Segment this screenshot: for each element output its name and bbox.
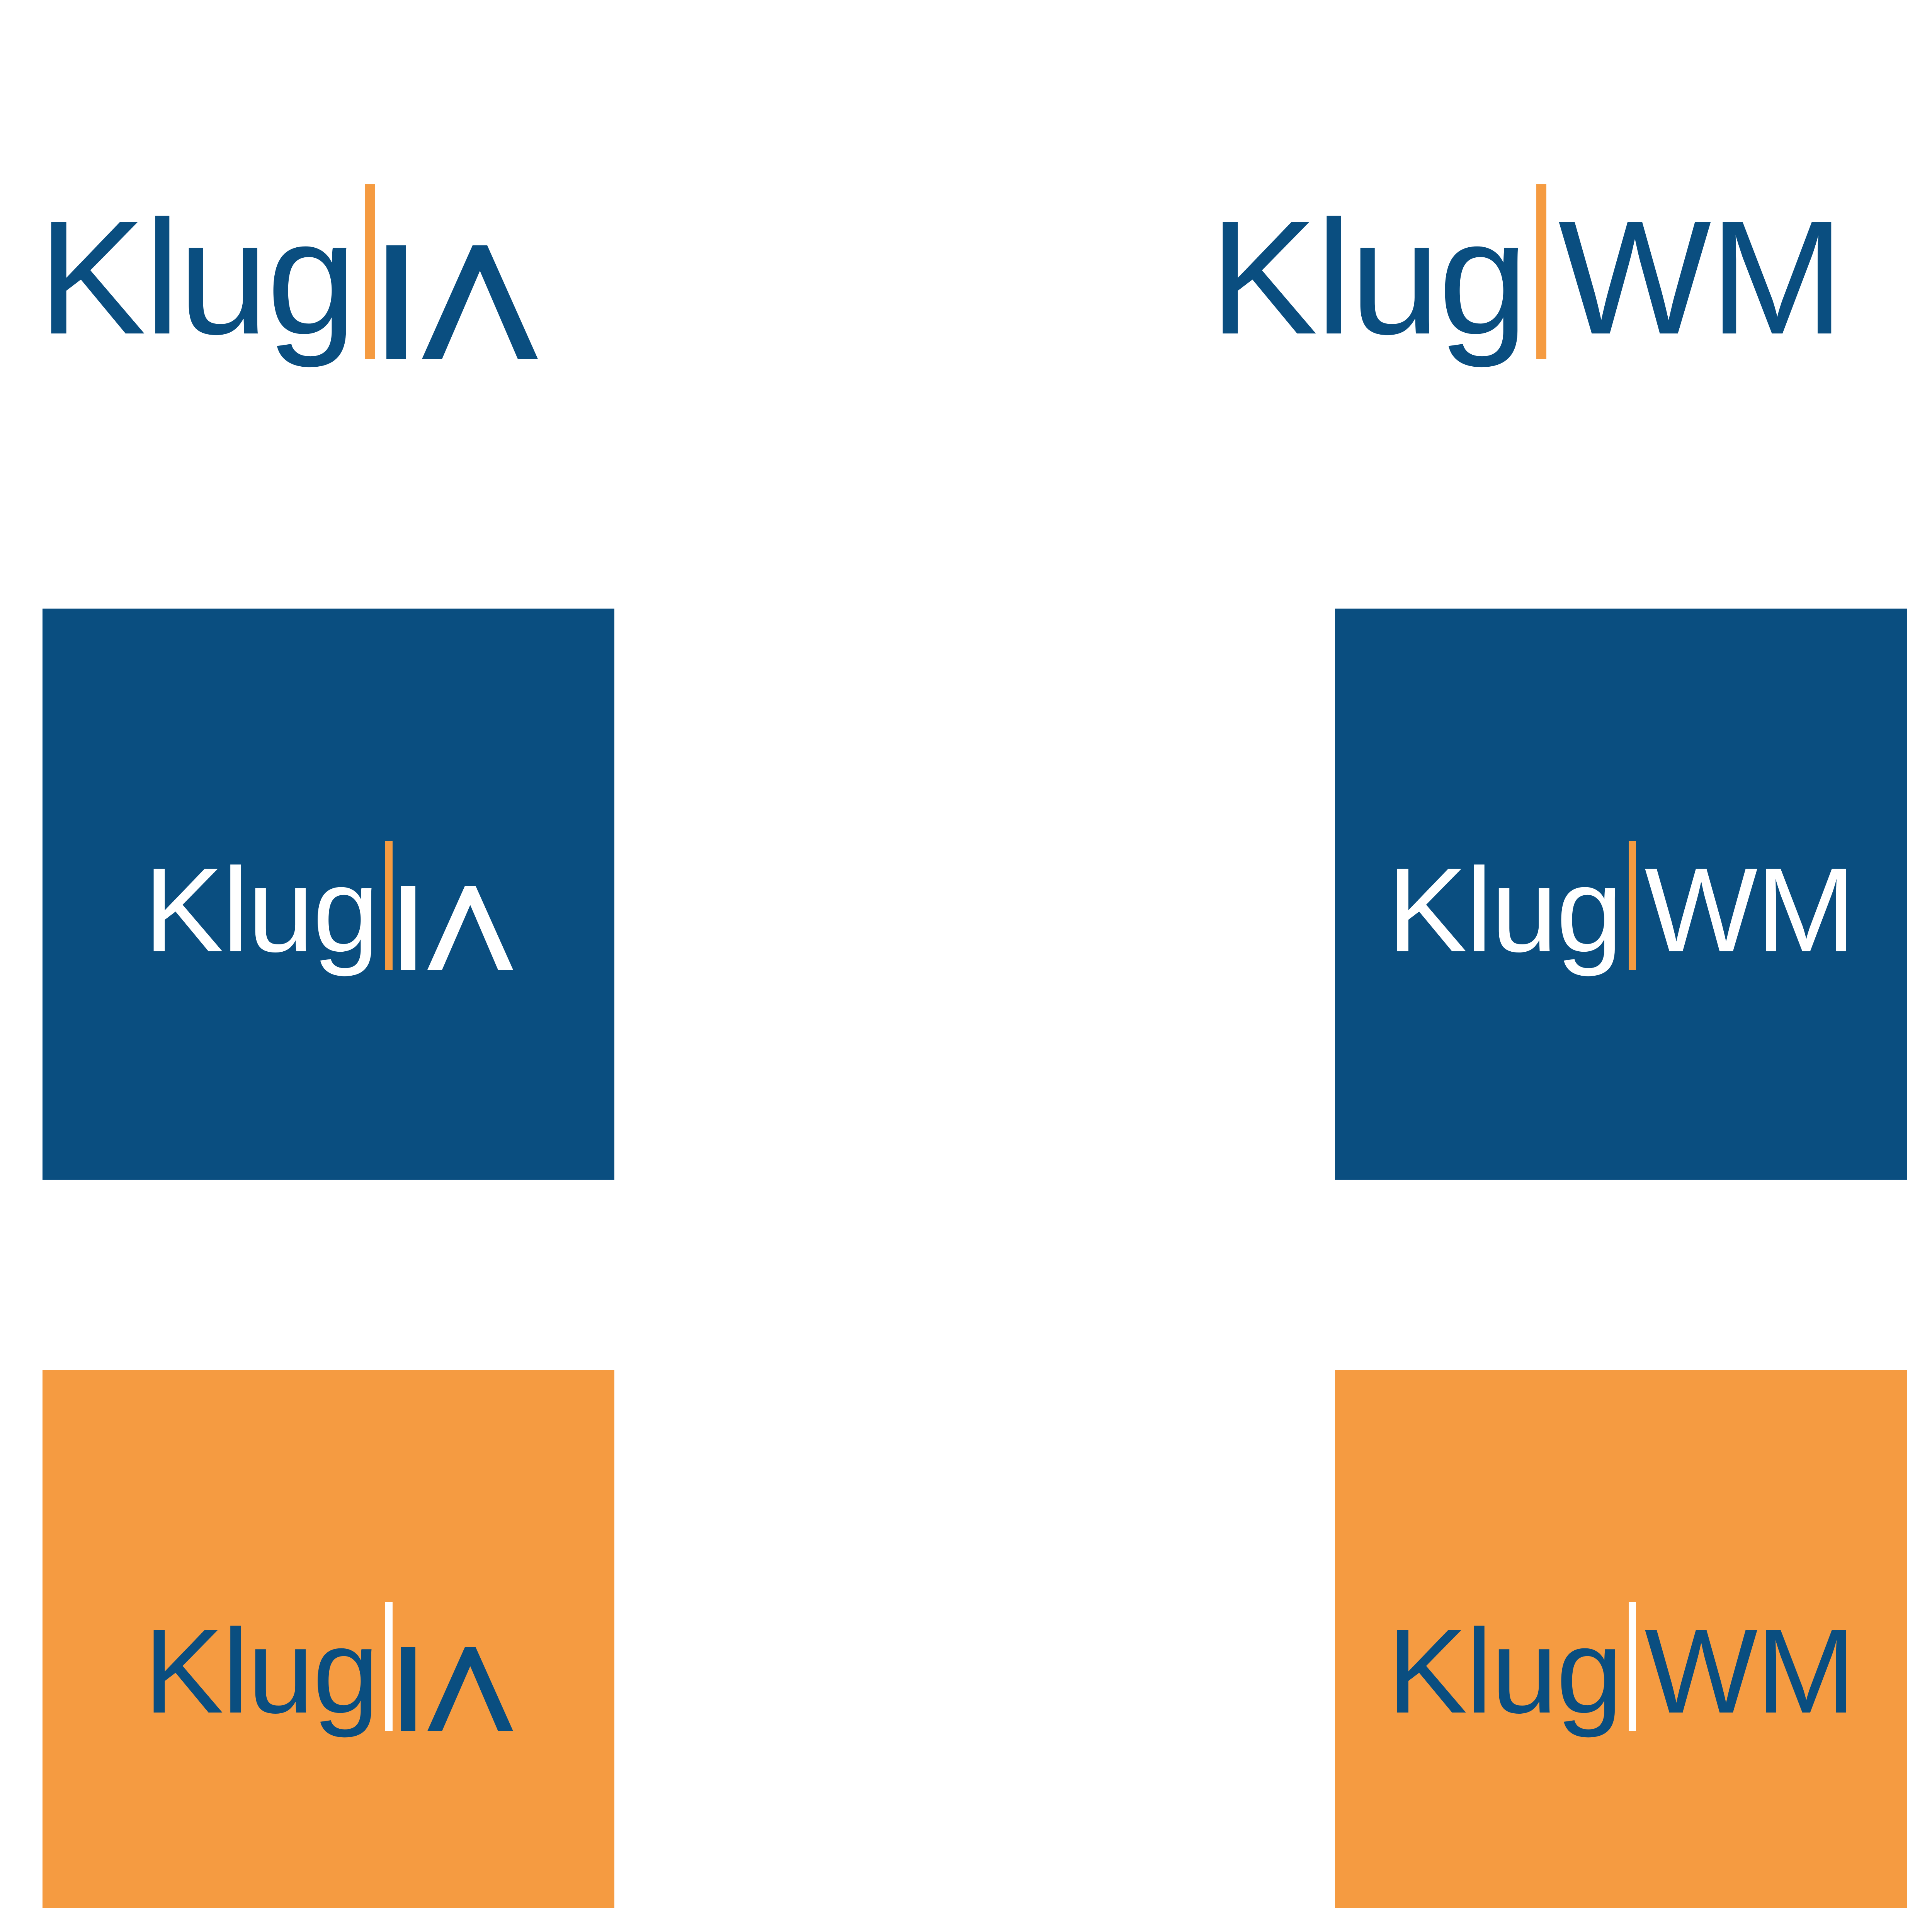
tile-blue-wm: [1335, 609, 1907, 1180]
logo-klug-wm-on-orange: Klug WM: [1335, 1602, 1907, 1731]
suffix-mark-ia: [386, 245, 538, 359]
letter-lambda-icon: [422, 245, 538, 359]
tile-orange-wm: [1335, 1370, 1907, 1908]
logo-klug-ia-on-blue: Klug: [43, 841, 614, 970]
wordmark-klug: Klug: [144, 843, 379, 977]
suffix-mark-wm: WM: [1645, 843, 1856, 977]
suffix-mark-ia: [401, 1647, 513, 1731]
tile-orange-ia: [43, 1370, 614, 1908]
wordmark-klug: Klug: [144, 1604, 379, 1738]
suffix-mark-wm: WM: [1558, 187, 1844, 368]
tile-blue-ia: [43, 609, 614, 1180]
letter-lambda-icon: [427, 1647, 513, 1731]
logo-klug-wm-primary: Klug WM: [1209, 184, 1845, 368]
wordmark-klug: Klug: [1387, 843, 1623, 977]
separator-bar-icon: [1536, 184, 1547, 359]
wordmark-klug: Klug: [38, 187, 357, 368]
letter-i-icon: [401, 886, 415, 970]
suffix-mark-wm: WM: [1645, 1604, 1856, 1738]
suffix-mark-ia: [401, 886, 513, 970]
logo-klug-ia-primary: Klug: [38, 184, 538, 359]
logo-klug-wm-on-blue: Klug WM: [1335, 841, 1907, 970]
separator-bar-icon: [385, 841, 393, 970]
letter-lambda-icon: [427, 886, 513, 970]
separator-bar-icon: [1629, 1602, 1636, 1731]
letter-i-icon: [401, 1647, 415, 1731]
letter-i-icon: [386, 245, 406, 359]
separator-bar-icon: [385, 1602, 393, 1731]
separator-bar-icon: [1629, 841, 1636, 970]
logo-klug-ia-on-orange: Klug: [43, 1602, 614, 1731]
separator-bar-icon: [365, 184, 375, 359]
wordmark-klug: Klug: [1387, 1604, 1623, 1738]
wordmark-klug: Klug: [1209, 187, 1529, 368]
